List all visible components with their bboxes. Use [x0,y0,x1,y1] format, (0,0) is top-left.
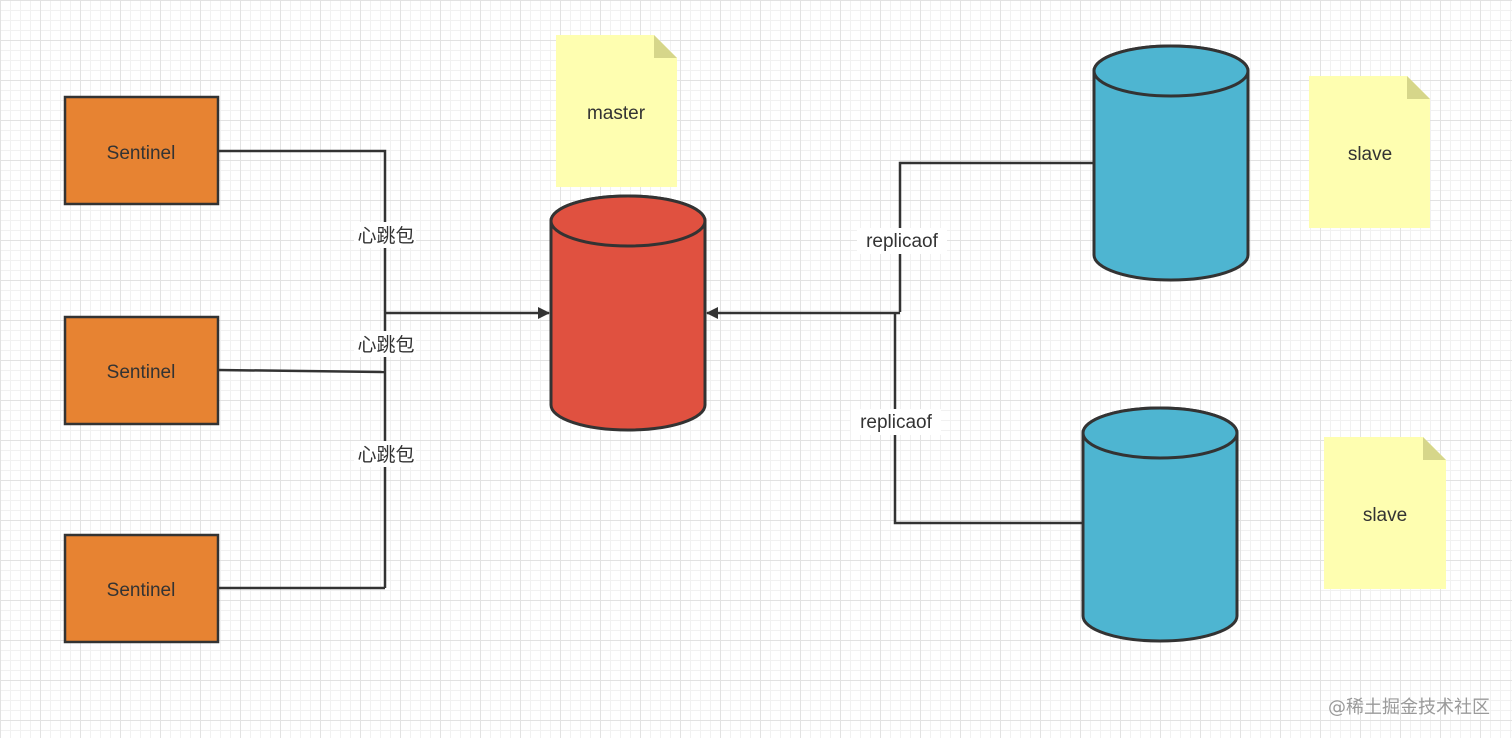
sentinel-label: Sentinel [107,143,176,164]
heartbeat-label: 心跳包 [357,444,414,466]
heartbeat-label-group-2: 心跳包 [354,331,416,357]
label-backing [354,222,416,248]
slave-database-1[interactable] [1092,44,1250,282]
label-backing [354,441,416,467]
label-backing [851,409,941,435]
slave-database-2[interactable] [1081,406,1239,643]
note-fold [1407,76,1430,99]
slave-note-2[interactable]: slave [1324,437,1446,589]
heartbeat-connectors [217,149,550,590]
master-note[interactable]: master [556,35,677,187]
sentinel-label: Sentinel [107,362,176,383]
replica-line-2 [893,312,1084,525]
note-paper [1309,76,1430,228]
watermark: @稀土掘金技术社区 [1328,697,1490,718]
note-fold [654,35,677,58]
heartbeat-label: 心跳包 [357,225,414,247]
label-backing [857,228,947,254]
slave-note-label: slave [1348,144,1392,165]
replication-connectors [706,161,1094,525]
note-paper [1324,437,1446,589]
note-fold [1423,437,1446,460]
sentinel-node-2[interactable]: Sentinel [63,315,220,426]
sentinel-node-3[interactable]: Sentinel [63,533,220,644]
slave-db-top [1081,406,1239,460]
slave-note-1[interactable]: slave [1309,76,1430,228]
sentinel-box [63,315,220,426]
heartbeat-line-2 [217,368,386,374]
master-note-label: master [587,103,646,124]
replica-label-group-2: replicaof [851,409,941,435]
slave-note-label: slave [1363,505,1407,526]
sentinel-node-1[interactable]: Sentinel [63,95,220,206]
heartbeat-label-group-3: 心跳包 [354,441,416,467]
replica-label-group-1: replicaof [857,228,947,254]
heartbeat-label-group-1: 心跳包 [354,222,416,248]
replica-label: replicaof [860,412,933,433]
sentinel-box [63,533,220,644]
master-database[interactable] [549,194,707,432]
replica-label: replicaof [866,231,939,252]
label-backing [354,331,416,357]
note-paper [556,35,677,187]
sentinel-box [63,95,220,206]
sentinel-label: Sentinel [107,580,176,601]
master-db-top [549,194,707,248]
slave-db-top [1092,44,1250,98]
heartbeat-label: 心跳包 [357,334,414,356]
replica-line-1 [898,161,1094,312]
